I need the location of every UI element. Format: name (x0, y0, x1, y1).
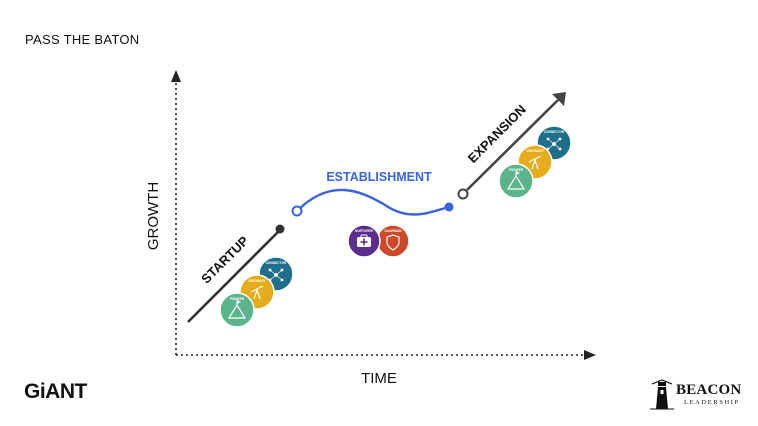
startup-phase-line (187, 224, 285, 323)
mountain-flag-icon (227, 300, 247, 319)
pioneer-badge-expansion: PIONEER (498, 163, 534, 199)
network-icon (268, 268, 284, 282)
nurturer-badge: NURTURER (347, 224, 381, 258)
establishment-phase-curve (291, 188, 454, 217)
beacon-logo-sub: LEADERSHIP (684, 399, 740, 406)
connector-badge-label: CONNECTOR (266, 261, 287, 265)
lighthouse-icon (650, 379, 674, 410)
pioneer-badge: PIONEER (219, 292, 255, 328)
pioneer-badge-expansion-label: PIONEER (509, 168, 524, 172)
y-axis (171, 70, 181, 355)
mountain-flag-icon (506, 171, 526, 190)
guardian-badge-label: GUARDIAN (384, 229, 402, 233)
telescope-icon (528, 155, 542, 170)
establishment-label: ESTABLISHMENT (326, 170, 432, 184)
x-axis-label: TIME (361, 370, 397, 387)
beacon-logo-name: BEACON (676, 382, 742, 398)
telescope-icon (250, 285, 264, 300)
guardian-badge: GUARDIAN (376, 224, 410, 258)
nurturer-badge-label: NURTURER (355, 229, 374, 233)
medical-kit-icon (357, 234, 371, 247)
visionary-badge-expansion-label: VISIONARY (526, 149, 544, 153)
y-axis-label: GROWTH (145, 182, 162, 250)
shield-icon (386, 234, 400, 251)
startup-badge-cluster: CONNECTOR VISIONARY PIONEER (219, 256, 294, 328)
establishment-badge-cluster: GUARDIAN NURTURER (347, 224, 410, 258)
visionary-badge-label: VISIONARY (248, 279, 266, 283)
page-title: PASS THE BATON (25, 32, 140, 47)
giant-logo: GiANT (24, 380, 87, 403)
expansion-badge-cluster: CONNECTOR VISIONARY PIONEER (498, 125, 572, 199)
expansion-phase-arrow (457, 92, 566, 200)
x-axis (176, 350, 596, 360)
connector-badge-expansion-label: CONNECTOR (544, 130, 565, 134)
pioneer-badge-label: PIONEER (230, 297, 245, 301)
beacon-leadership-logo: BEACON LEADERSHIP (650, 376, 742, 410)
startup-label: STARTUP (198, 233, 252, 287)
